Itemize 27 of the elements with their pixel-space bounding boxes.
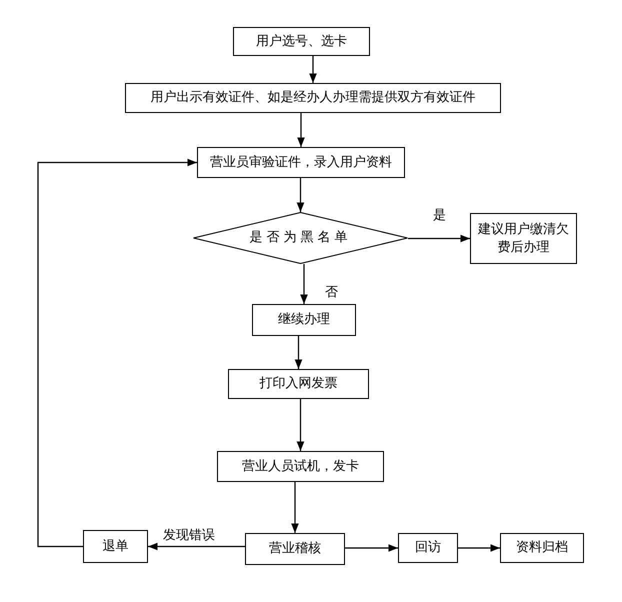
arrow [294,336,302,369]
arrow [309,56,317,83]
arrow [296,178,304,212]
process-box: 回访 [398,533,458,563]
process-box: 继续办理 [252,304,356,336]
process-box: 用户出示有效证件、如是经办人办理需提供双方有效证件 [125,83,501,113]
edge-label: 是 [432,206,447,224]
process-box: 退单 [83,530,148,563]
arrow [291,482,299,533]
process-box: 建议用户缴清欠费后办理 [470,213,577,264]
arrow [148,542,245,550]
process-box: 打印入网发票 [228,369,369,399]
arrow [345,544,398,552]
arrow [37,158,197,548]
edge-label: 发现错误 [162,526,216,544]
arrow [458,544,500,552]
process-box: 资料归档 [500,533,584,563]
decision-diamond: 是否为黑名单 [193,212,408,264]
arrow [300,264,308,304]
process-box: 营业稽核 [245,533,345,565]
arrow [297,113,305,147]
arrow [408,234,470,242]
process-box: 营业人员试机，发卡 [217,451,384,482]
process-box: 用户选号、选卡 [233,27,370,56]
process-box: 营业员审验证件，录入用户资料 [197,147,405,178]
arrow [296,399,304,451]
edge-label: 否 [324,283,339,301]
